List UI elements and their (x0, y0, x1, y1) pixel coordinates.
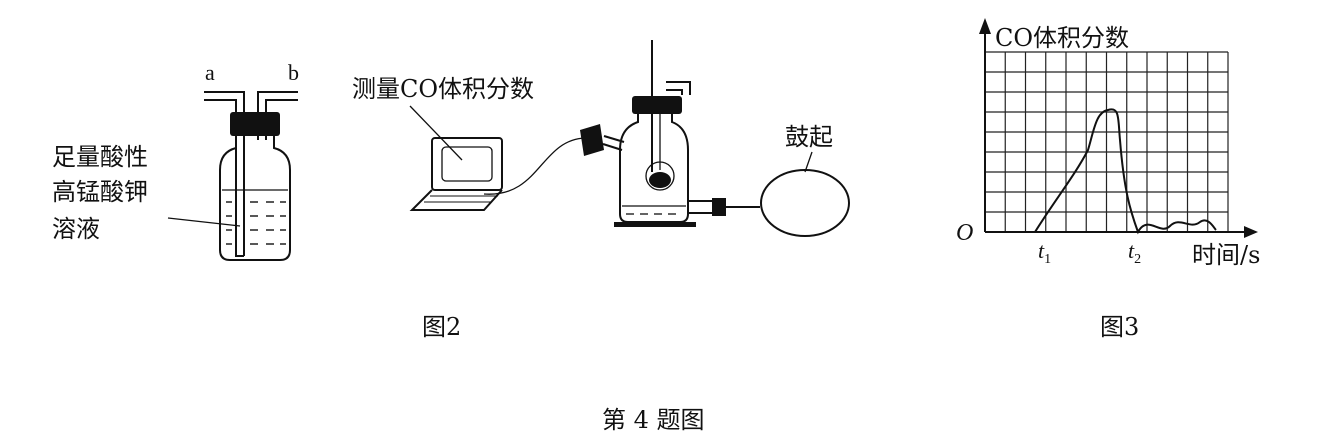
x-axis-arrow (1244, 226, 1258, 238)
balloon (760, 169, 850, 237)
figure2-caption: 图2 (422, 313, 461, 341)
flask-stopper (632, 96, 682, 114)
balloon-label: 鼓起 (785, 123, 833, 151)
liquid-hatching (226, 201, 286, 245)
co-curve (1034, 108, 1217, 235)
co-volume-chart: CO体积分数 O t1 t2 时间/s (956, 18, 1260, 269)
bottle-body (219, 136, 291, 261)
y-axis-arrow (979, 18, 991, 34)
port-b-label: b (288, 60, 299, 85)
computer-label-leader (409, 105, 463, 161)
liquid-label-line-1: 足量酸性 (52, 143, 148, 171)
sample-cup (645, 161, 675, 191)
figure3-caption: 图3 (1100, 313, 1139, 341)
bottle-stopper (230, 112, 280, 136)
liquid-label-leader (167, 217, 241, 227)
port-a-label: a (205, 60, 215, 85)
inlet-tube (204, 91, 245, 256)
stand-base (614, 222, 696, 227)
sensor-cable (483, 137, 586, 195)
origin-label: O (956, 220, 973, 246)
computer-label: 测量CO体积分数 (352, 75, 534, 103)
co-sensor-probe (580, 124, 625, 156)
inlet-tube-inner (204, 99, 244, 257)
connector (712, 198, 726, 216)
y-axis-label: CO体积分数 (995, 24, 1129, 52)
flask-outlet-tube-inner (666, 89, 683, 95)
x-axis-label: 时间/s (1192, 241, 1260, 269)
sample-holder (649, 172, 671, 188)
wash-bottle: a b 足量酸性 高锰酸钾 溶液 (52, 60, 299, 261)
page-caption: 第 4 题图 (602, 406, 705, 434)
t1-label: t1 (1038, 238, 1051, 267)
chart-grid (985, 51, 1229, 232)
liquid-label-line-3: 溶液 (52, 215, 100, 243)
laptop-computer (409, 137, 503, 211)
t2-label: t2 (1128, 238, 1141, 267)
balloon-label-leader (804, 151, 813, 173)
measurement-apparatus: 测量CO体积分数 (352, 40, 850, 237)
flask-outlet-tube (666, 81, 691, 95)
liquid-label-line-2: 高锰酸钾 (52, 178, 148, 206)
